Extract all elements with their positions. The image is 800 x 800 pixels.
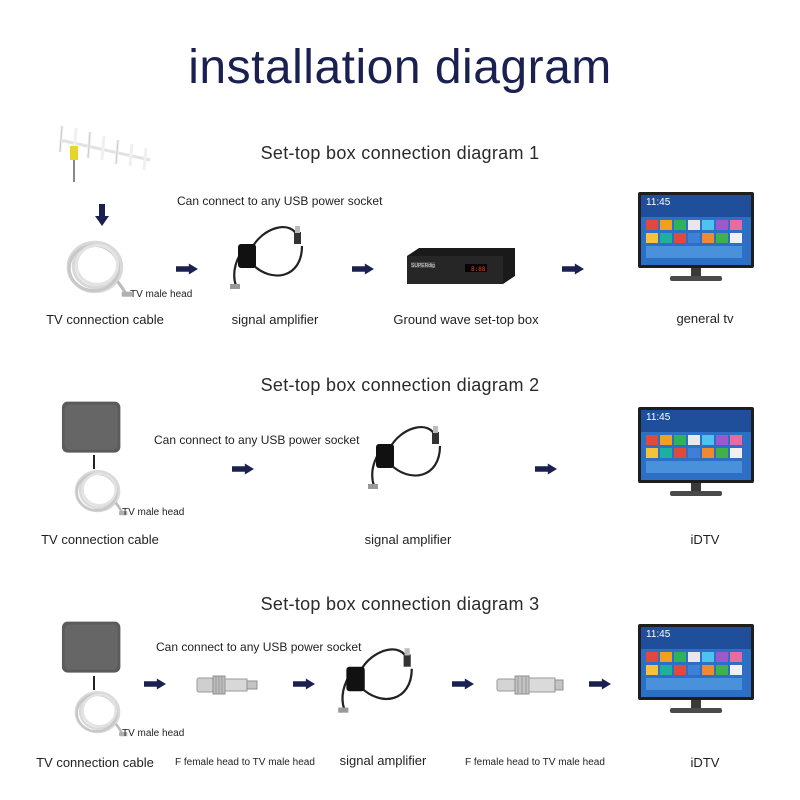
stb-label: Ground wave set-top box — [376, 312, 556, 327]
arrow-right-icon — [176, 263, 198, 275]
arrow-right-icon — [144, 678, 166, 690]
signal-amplifier-icon — [330, 640, 422, 722]
cable-label: TV connection cable — [20, 755, 170, 770]
arrow-right-icon — [293, 678, 315, 690]
usb-power-note: Can connect to any USB power socket — [177, 194, 382, 208]
tv-icon: 11:45 — [636, 622, 756, 722]
amplifier-label: signal amplifier — [200, 312, 350, 327]
page-title: installation diagram — [0, 40, 800, 95]
arrow-right-icon — [452, 678, 474, 690]
adapter-label: F female head to TV male head — [465, 757, 605, 768]
arrow-right-icon — [589, 678, 611, 690]
coiled-cable-icon — [70, 676, 130, 742]
f-to-tv-adapter-icon — [495, 670, 565, 700]
arrow-right-icon — [535, 463, 557, 475]
tv-label: iDTV — [630, 755, 780, 770]
tv-clock: 11:45 — [646, 629, 670, 640]
signal-amplifier-icon — [222, 218, 312, 298]
set-top-box-icon: 8:88 SUPERdig — [405, 246, 517, 286]
tv-icon: 11:45 — [636, 405, 756, 505]
coiled-cable-icon — [70, 455, 130, 521]
tv-clock: 11:45 — [646, 412, 670, 423]
arrow-down-icon — [95, 204, 109, 226]
tv-icon: 11:45 — [636, 190, 756, 290]
section-3-heading: Set-top box connection diagram 3 — [0, 594, 800, 615]
yagi-antenna-icon — [50, 118, 160, 184]
tv-male-head-label: TV male head — [122, 507, 184, 518]
arrow-right-icon — [232, 463, 254, 475]
flat-antenna-icon — [61, 620, 127, 678]
adapter-label: F female head to TV male head — [175, 757, 315, 768]
flat-antenna-icon — [61, 400, 127, 458]
stb-brand-text: SUPERdig — [411, 263, 435, 269]
cable-label: TV connection cable — [25, 532, 175, 547]
tv-clock: 11:45 — [646, 197, 670, 208]
amplifier-label: signal amplifier — [308, 753, 458, 768]
arrow-right-icon — [352, 263, 374, 275]
section-2-heading: Set-top box connection diagram 2 — [0, 375, 800, 396]
tv-label: general tv — [630, 311, 780, 326]
signal-amplifier-icon — [360, 418, 450, 498]
arrow-right-icon — [562, 263, 584, 275]
coiled-cable-icon — [62, 232, 134, 304]
usb-power-note: Can connect to any USB power socket — [154, 433, 359, 447]
svg-text:8:88: 8:88 — [471, 266, 486, 273]
tv-male-head-label: TV male head — [122, 728, 184, 739]
f-to-tv-adapter-icon — [195, 670, 261, 700]
cable-label: TV connection cable — [30, 312, 180, 327]
tv-male-head-label: TV male head — [130, 289, 192, 300]
amplifier-label: signal amplifier — [333, 532, 483, 547]
tv-label: iDTV — [630, 532, 780, 547]
